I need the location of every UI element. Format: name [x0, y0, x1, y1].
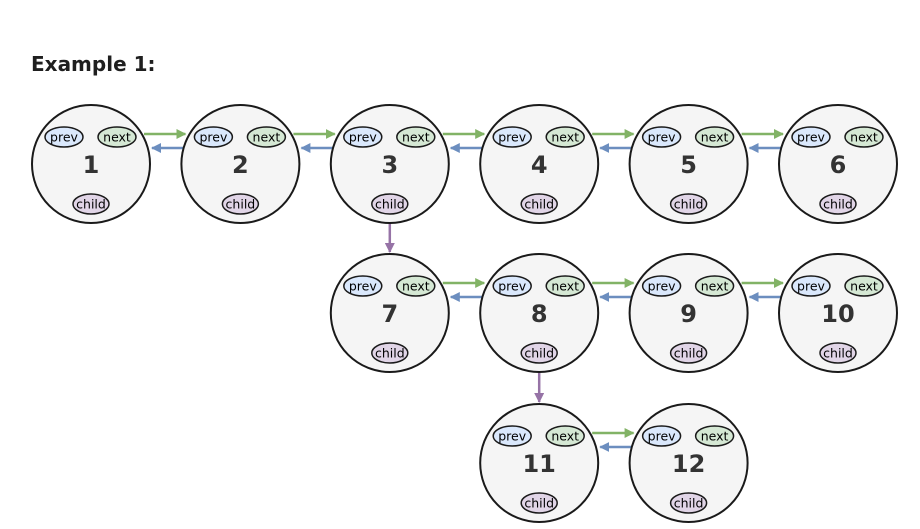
prev-pointer-label: prev — [498, 429, 526, 444]
prev-pointer-label: prev — [797, 130, 825, 145]
prev-pointer — [492, 425, 532, 447]
list-node: prev next child 5 — [628, 104, 749, 224]
next-pointer-label: next — [103, 130, 131, 145]
prev-pointer — [641, 126, 682, 148]
prev-pointer-label: prev — [797, 279, 825, 294]
child-pointer-label: child — [524, 346, 554, 361]
child-pointer — [221, 193, 260, 215]
prev-pointer — [791, 275, 831, 297]
next-pointer-label: next — [701, 429, 729, 444]
child-pointer-label: child — [375, 346, 405, 361]
list-node: prev next child 6 — [778, 104, 898, 224]
child-pointer-label: child — [674, 496, 704, 511]
node-value: 2 — [232, 151, 249, 179]
node-value: 9 — [680, 300, 697, 328]
prev-pointer — [343, 275, 383, 297]
node-value: 11 — [522, 450, 555, 478]
next-pointer — [97, 126, 137, 148]
prev-pointer-label: prev — [349, 279, 377, 294]
prev-pointer-label: prev — [648, 279, 676, 294]
prev-pointer-label: prev — [648, 429, 676, 444]
prev-pointer — [193, 126, 234, 148]
next-pointer-label: next — [850, 279, 878, 294]
next-pointer — [694, 126, 735, 148]
prev-pointer — [492, 275, 532, 297]
child-pointer-label: child — [76, 197, 106, 212]
prev-pointer — [44, 126, 84, 148]
next-pointer — [396, 126, 436, 148]
next-pointer-label: next — [551, 130, 579, 145]
node-value: 7 — [381, 300, 398, 328]
child-pointer — [819, 342, 857, 364]
list-node: prev next child 11 — [479, 403, 600, 523]
node-value: 3 — [381, 151, 398, 179]
list-node: prev next child 1 — [31, 104, 151, 224]
list-node: prev next child 2 — [180, 104, 301, 224]
prev-pointer — [492, 126, 532, 148]
next-pointer — [545, 275, 585, 297]
list-node: prev next child 7 — [329, 253, 450, 373]
child-pointer-label: child — [226, 197, 256, 212]
next-pointer-label: next — [850, 130, 878, 145]
prev-pointer — [791, 126, 831, 148]
prev-pointer-label: prev — [199, 130, 227, 145]
next-pointer-label: next — [551, 429, 579, 444]
child-pointer-label: child — [375, 197, 405, 212]
prev-pointer-label: prev — [50, 130, 78, 145]
child-pointer — [371, 342, 409, 364]
list-node: prev next child 9 — [628, 253, 749, 373]
child-pointer — [520, 492, 558, 514]
list-node: prev next child 4 — [479, 104, 600, 224]
next-pointer — [844, 126, 884, 148]
next-pointer — [396, 275, 436, 297]
prev-pointer — [641, 275, 682, 297]
prev-pointer-label: prev — [349, 130, 377, 145]
prev-pointer-label: prev — [648, 130, 676, 145]
next-pointer — [246, 126, 287, 148]
next-pointer-label: next — [701, 279, 729, 294]
child-pointer-label: child — [823, 346, 853, 361]
node-value: 12 — [672, 450, 705, 478]
child-pointer-label: child — [823, 197, 853, 212]
next-pointer — [694, 275, 735, 297]
child-pointer — [520, 193, 558, 215]
node-value: 6 — [830, 151, 847, 179]
prev-pointer — [641, 425, 682, 447]
prev-pointer — [343, 126, 383, 148]
next-pointer-label: next — [402, 279, 430, 294]
next-pointer-label: next — [253, 130, 281, 145]
node-value: 5 — [680, 151, 697, 179]
child-pointer — [72, 193, 110, 215]
prev-pointer-label: prev — [498, 130, 526, 145]
prev-pointer-label: prev — [498, 279, 526, 294]
child-pointer — [371, 193, 409, 215]
list-node: prev next child 3 — [329, 104, 450, 224]
child-pointer — [669, 193, 708, 215]
child-pointer — [520, 342, 558, 364]
child-pointer-label: child — [524, 496, 554, 511]
next-pointer — [545, 425, 585, 447]
child-pointer-label: child — [674, 197, 704, 212]
node-value: 8 — [531, 300, 548, 328]
next-pointer — [694, 425, 735, 447]
list-node: prev next child 8 — [479, 253, 600, 373]
child-pointer-label: child — [524, 197, 554, 212]
list-node: prev next child 12 — [628, 403, 749, 523]
next-pointer — [844, 275, 884, 297]
child-pointer — [669, 492, 708, 514]
list-node: prev next child 10 — [778, 253, 898, 373]
node-value: 10 — [821, 300, 854, 328]
next-pointer-label: next — [701, 130, 729, 145]
node-value: 1 — [83, 151, 100, 179]
node-value: 4 — [531, 151, 548, 179]
next-pointer-label: next — [551, 279, 579, 294]
child-pointer — [819, 193, 857, 215]
next-pointer — [545, 126, 585, 148]
next-pointer-label: next — [402, 130, 430, 145]
child-pointer-label: child — [674, 346, 704, 361]
child-pointer — [669, 342, 708, 364]
example-heading: Example 1: — [31, 52, 156, 76]
